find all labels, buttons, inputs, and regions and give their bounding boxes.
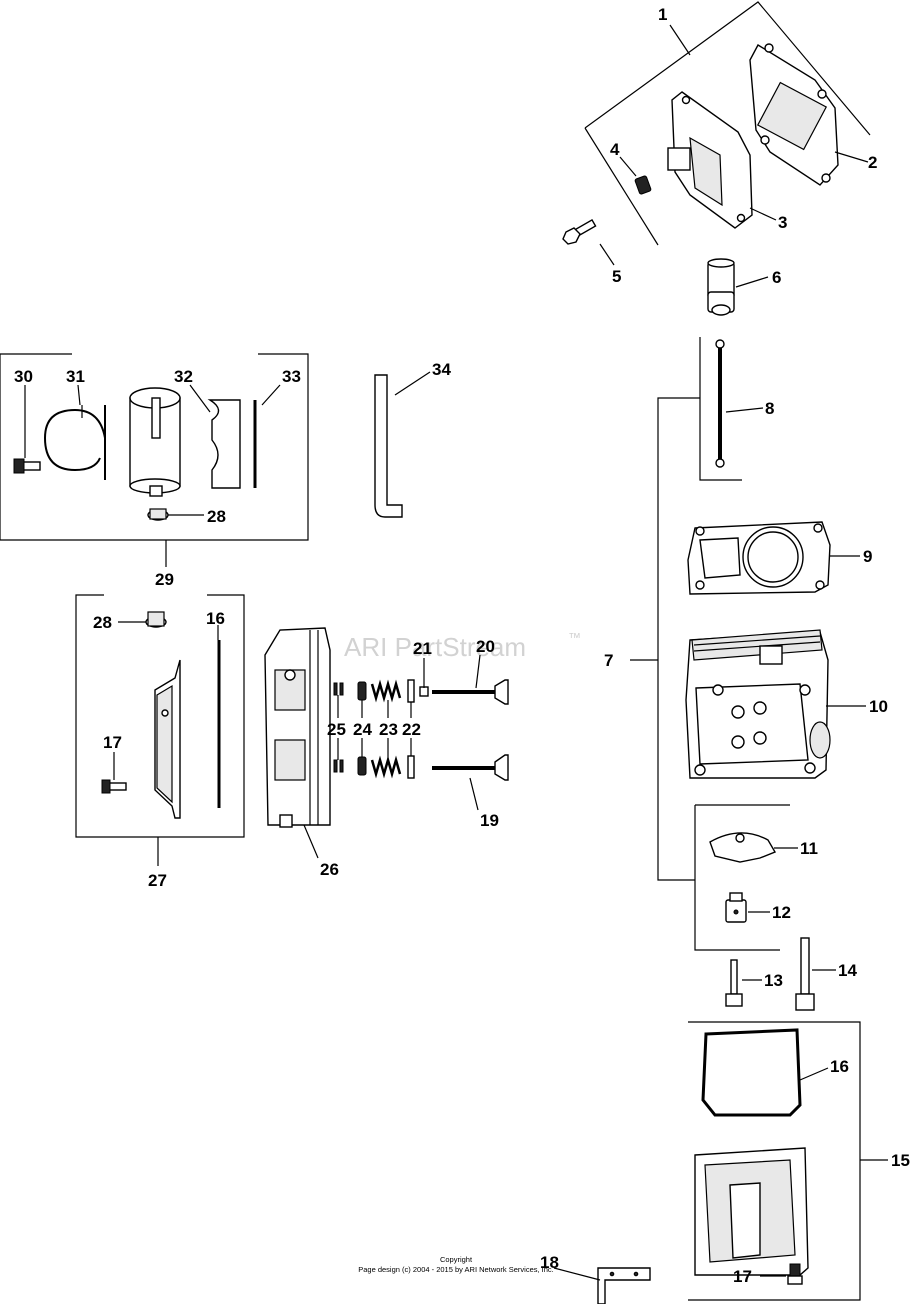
callout-18[interactable]: 18 (540, 1253, 559, 1272)
part-30-bolt[interactable] (13, 458, 41, 474)
part-20-intake-valve[interactable] (432, 679, 509, 705)
callout-29[interactable]: 29 (155, 570, 174, 589)
part-9-head-gasket[interactable] (687, 521, 831, 595)
callout-16-a[interactable]: 16 (206, 609, 225, 628)
part-16-valve-cover-gasket[interactable] (701, 1028, 802, 1117)
part-3-breather-cover[interactable] (667, 91, 753, 229)
part-group-15-bracket (688, 1021, 888, 1301)
callout-25[interactable]: 25 (327, 720, 346, 739)
callout-22[interactable]: 22 (402, 720, 421, 739)
svg-text:Page design (c) 2004 - 2015 by: Page design (c) 2004 - 2015 by ARI Netwo… (358, 1265, 554, 1274)
callout-16-b[interactable]: 16 (830, 1057, 849, 1076)
part-13-bolt[interactable] (725, 959, 743, 1007)
part-8-push-rod[interactable] (699, 337, 742, 481)
callout-labels: 1 2 3 4 5 6 7 8 9 10 11 12 13 14 15 16 1… (14, 5, 910, 1286)
callout-8[interactable]: 8 (765, 399, 774, 418)
part-15-valve-cover[interactable] (694, 1147, 809, 1276)
callout-14[interactable]: 14 (838, 961, 857, 980)
callout-10[interactable]: 10 (869, 697, 888, 716)
part-17-screw[interactable] (787, 1263, 803, 1285)
part-group-29-box (0, 353, 309, 541)
part-26-head-casting[interactable] (264, 627, 331, 828)
callout-23[interactable]: 23 (379, 720, 398, 739)
callout-11[interactable]: 11 (800, 839, 818, 858)
callout-7[interactable]: 7 (604, 651, 613, 670)
callout-33[interactable]: 33 (282, 367, 301, 386)
part-11-12-bracket (694, 804, 790, 951)
part-28-grommet-2[interactable] (145, 611, 167, 628)
part-21-stem-seal[interactable] (419, 686, 429, 697)
svg-text:Copyright: Copyright (440, 1255, 473, 1264)
part-breather-plate[interactable] (154, 659, 181, 819)
watermark: ARI PartStream ™ (344, 630, 581, 662)
callout-3[interactable]: 3 (778, 213, 787, 232)
callout-17-b[interactable]: 17 (733, 1267, 752, 1286)
part-5-screw[interactable] (562, 218, 597, 245)
part-34-breather-tube[interactable] (374, 374, 403, 518)
svg-text:™: ™ (568, 630, 581, 645)
callout-28-a[interactable]: 28 (93, 613, 112, 632)
part-28-grommet[interactable] (147, 508, 169, 521)
part-10-cylinder-head[interactable] (685, 629, 831, 779)
callout-17-a[interactable]: 17 (103, 733, 122, 752)
callout-4[interactable]: 4 (610, 140, 620, 159)
part-4-nut[interactable] (634, 175, 652, 195)
part-6-valve-lifter[interactable] (707, 258, 735, 316)
part-19-exhaust-valve[interactable] (432, 754, 509, 781)
part-18-bracket[interactable] (597, 1267, 651, 1304)
part-group-1 (562, 1, 871, 246)
callout-12[interactable]: 12 (772, 903, 791, 922)
part-filter-canister[interactable] (129, 387, 181, 497)
callout-2[interactable]: 2 (868, 153, 877, 172)
callout-24[interactable]: 24 (353, 720, 372, 739)
copyright: Copyright Page design (c) 2004 - 2015 by… (358, 1255, 554, 1274)
svg-text:ARI PartStream: ARI PartStream (344, 632, 526, 662)
part-group-27-box (75, 594, 245, 838)
part-2-gasket[interactable] (749, 43, 839, 186)
part-14-head-bolt[interactable] (795, 937, 815, 1011)
callout-20[interactable]: 20 (476, 637, 495, 656)
leader-lines (24, 24, 869, 1281)
callout-26[interactable]: 26 (320, 860, 339, 879)
callout-15[interactable]: 15 (891, 1151, 910, 1170)
callout-13[interactable]: 13 (764, 971, 783, 990)
callout-6[interactable]: 6 (772, 268, 781, 287)
part-group-7-bracket (630, 397, 700, 881)
callout-30[interactable]: 30 (14, 367, 33, 386)
callout-19[interactable]: 19 (480, 811, 499, 830)
callout-32[interactable]: 32 (174, 367, 193, 386)
callout-34[interactable]: 34 (432, 360, 451, 379)
callout-28-b[interactable]: 28 (207, 507, 226, 526)
callout-31[interactable]: 31 (66, 367, 85, 386)
part-17-screw-2[interactable] (101, 779, 127, 794)
callout-9[interactable]: 9 (863, 547, 872, 566)
part-23-valve-spring[interactable] (370, 679, 402, 779)
callout-5[interactable]: 5 (612, 267, 621, 286)
part-25-keepers[interactable] (333, 682, 344, 773)
part-12-rocker-pivot[interactable] (725, 892, 747, 923)
callout-27[interactable]: 27 (148, 871, 167, 890)
part-31-clamp[interactable] (44, 405, 106, 480)
part-11-rocker-arm[interactable] (709, 832, 777, 863)
callout-21[interactable]: 21 (413, 639, 432, 658)
part-32-bracket[interactable] (207, 399, 241, 489)
callout-1[interactable]: 1 (658, 5, 667, 24)
